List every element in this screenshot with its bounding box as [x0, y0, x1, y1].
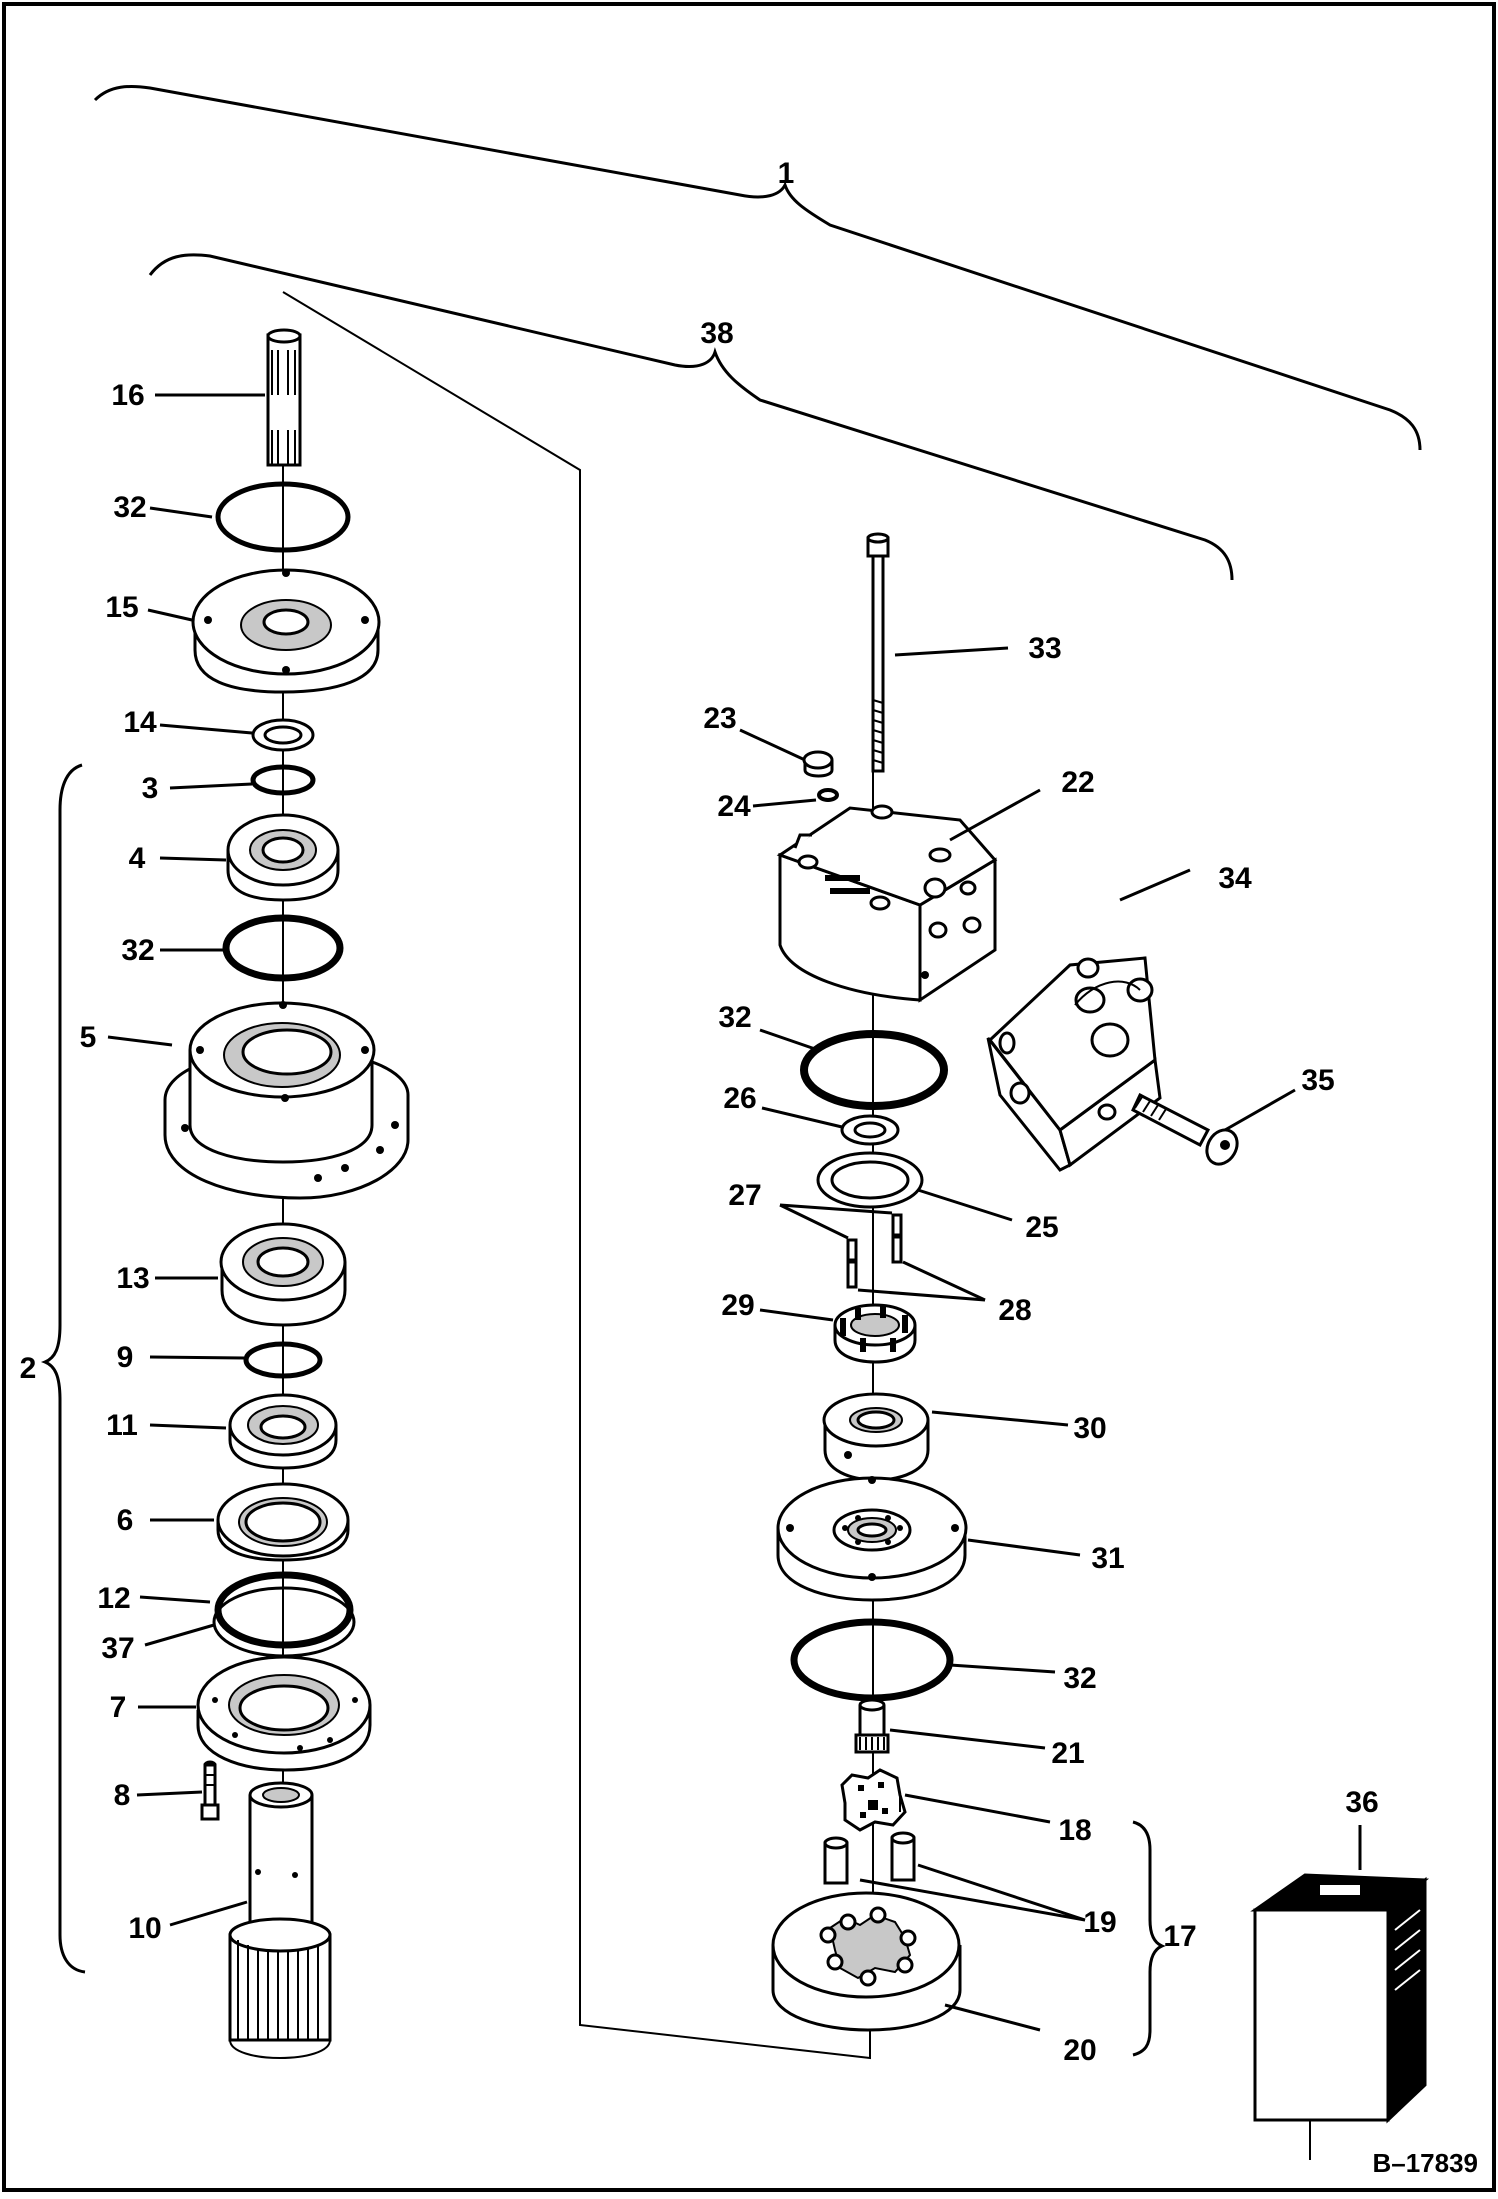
callout-21: 21: [1051, 1737, 1084, 1770]
part-21-drive-spool: [854, 1698, 890, 1754]
brace-1: [93, 85, 1422, 451]
callout-31: 31: [1091, 1542, 1124, 1575]
brace-38: [148, 253, 1234, 581]
brace-2: [40, 763, 86, 1974]
brace-17: [1132, 1820, 1166, 2057]
part-14-washer: [251, 718, 315, 752]
part-7-retainer-flange: [196, 1655, 372, 1772]
part-32-o-ring: [800, 1030, 948, 1110]
part-20-gerotor-ring: [771, 1891, 962, 2032]
part-34-port-cover: [986, 956, 1162, 1172]
callout-34: 34: [1218, 862, 1252, 895]
callout-24: 24: [717, 790, 751, 823]
callout-19: 19: [1083, 1906, 1116, 1939]
part-29-valve-plate: [833, 1303, 917, 1364]
callout-8: 8: [114, 1779, 131, 1812]
part-18-gerotor-star: [840, 1768, 907, 1832]
part-11-bearing-cone: [228, 1393, 338, 1470]
part-24-washer: [817, 788, 839, 802]
callout-1: 1: [778, 157, 795, 190]
part-25-thrust-washer: [816, 1151, 924, 1209]
callout-15: 15: [105, 591, 138, 624]
callout-30: 30: [1073, 1412, 1106, 1445]
part-3-snap-ring: [250, 764, 316, 796]
part-4-bearing: [226, 813, 340, 902]
callout-35: 35: [1301, 1064, 1334, 1097]
callout-9: 9: [117, 1341, 134, 1374]
callout-32: 32: [113, 491, 146, 524]
part-32-o-ring: [222, 914, 344, 982]
part-32-o-ring: [215, 481, 351, 553]
callout-36: 36: [1345, 1786, 1378, 1819]
part-22-valve-block: [776, 804, 998, 1003]
callout-10: 10: [128, 1912, 161, 1945]
part-31-end-plate: [776, 1476, 968, 1602]
part-13-bearing: [219, 1222, 347, 1327]
figure-id: B–17839: [1372, 2148, 1478, 2178]
callout-33: 33: [1028, 632, 1061, 665]
assembly-link-line: [282, 291, 871, 2060]
part-23-plug: [802, 750, 834, 778]
part-6-bearing-cup: [216, 1482, 350, 1562]
part-32-o-ring: [790, 1618, 954, 1702]
part-16-drive-shaft: [266, 328, 302, 467]
callout-29: 29: [721, 1289, 754, 1322]
callout-14: 14: [123, 706, 157, 739]
callout-32: 32: [121, 934, 154, 967]
part-35-cap-screw: [1131, 1092, 1239, 1166]
part-8-bolt: [200, 1760, 220, 1821]
callout-25: 25: [1025, 1211, 1058, 1244]
callout-38: 38: [700, 317, 733, 350]
part-36-seal-kit-box: [1250, 1873, 1430, 2160]
callout-2: 2: [20, 1352, 37, 1385]
callout-16: 16: [111, 379, 144, 412]
callout-4: 4: [129, 842, 146, 875]
callout-26: 26: [723, 1082, 756, 1115]
callout-32: 32: [718, 1001, 751, 1034]
callout-3: 3: [142, 772, 159, 805]
callout-18: 18: [1058, 1814, 1091, 1847]
part-9-snap-ring: [243, 1341, 323, 1379]
callout-11: 11: [106, 1409, 138, 1442]
part-27-28-pins-springs: [846, 1213, 903, 1289]
callout-13: 13: [116, 1262, 149, 1295]
callout-32: 32: [1063, 1662, 1096, 1695]
callout-20: 20: [1063, 2034, 1096, 2067]
part-5-motor-housing: [163, 1001, 410, 1200]
callout-17: 17: [1163, 1920, 1196, 1953]
callout-5: 5: [80, 1021, 97, 1054]
callout-37: 37: [101, 1632, 134, 1665]
part-10-output-shaft: [228, 1781, 332, 2060]
part-26-washer: [840, 1114, 900, 1146]
part-33-long-bolt: [866, 532, 890, 773]
callout-7: 7: [110, 1691, 127, 1724]
callout-6: 6: [117, 1504, 134, 1537]
callout-23: 23: [703, 702, 736, 735]
callout-12: 12: [97, 1582, 130, 1615]
part-30-balance-ring: [822, 1392, 930, 1482]
callout-28: 28: [998, 1294, 1031, 1327]
callout-27: 27: [728, 1179, 761, 1212]
part-19-rollers: [823, 1831, 916, 1885]
part-15-cover-plate: [191, 568, 381, 694]
callout-22: 22: [1061, 766, 1094, 799]
